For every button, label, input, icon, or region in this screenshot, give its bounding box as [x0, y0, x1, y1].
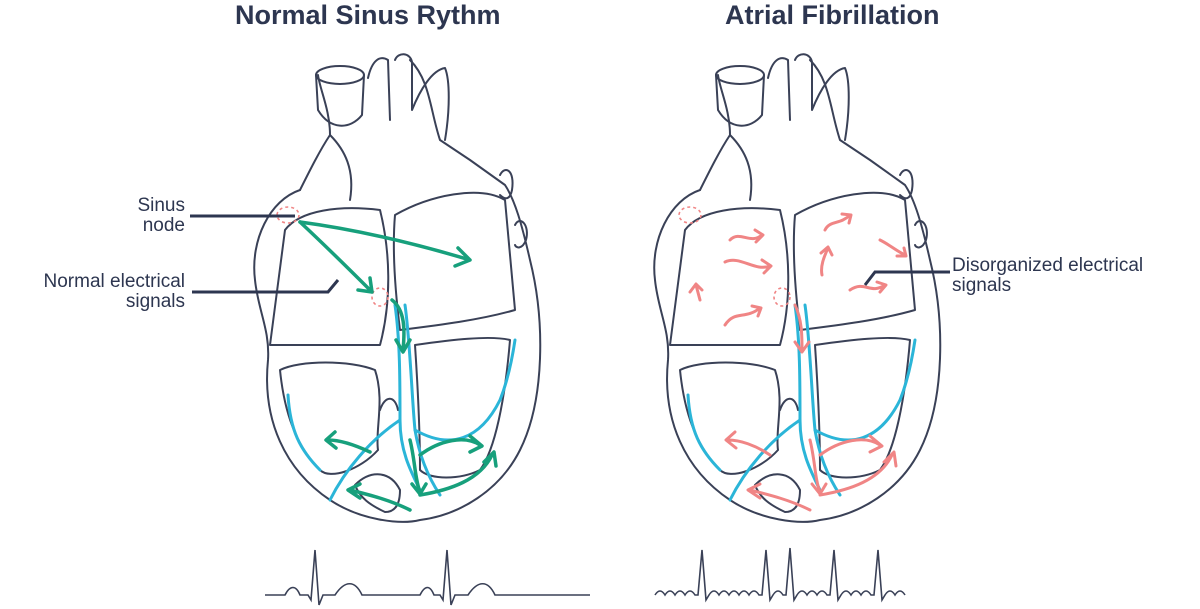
av-node-afib [773, 287, 791, 307]
av-node [371, 287, 389, 307]
sinus-node-afib [678, 206, 702, 224]
normal-signal-arrows [298, 220, 498, 512]
label-normal-signals: Normal electrical signals [43, 271, 185, 312]
title-atrial-fibrillation: Atrial Fibrillation [725, 0, 940, 30]
label-sinus-node: Sinus node [137, 195, 185, 236]
ecg-normal-sinus [265, 549, 590, 606]
leader-lines [190, 214, 340, 294]
sinus-node [276, 206, 300, 224]
title-normal-sinus-rhythm: Normal Sinus Rythm [235, 0, 501, 30]
heart-afib [653, 53, 950, 603]
leader-line-afib [863, 270, 950, 286]
heart-normal [190, 53, 590, 606]
disorganized-signal-arrows [688, 212, 908, 512]
ecg-atrial-fibrillation [654, 547, 906, 603]
label-disorganized-signals: Disorganized electrical signals [952, 255, 1144, 296]
